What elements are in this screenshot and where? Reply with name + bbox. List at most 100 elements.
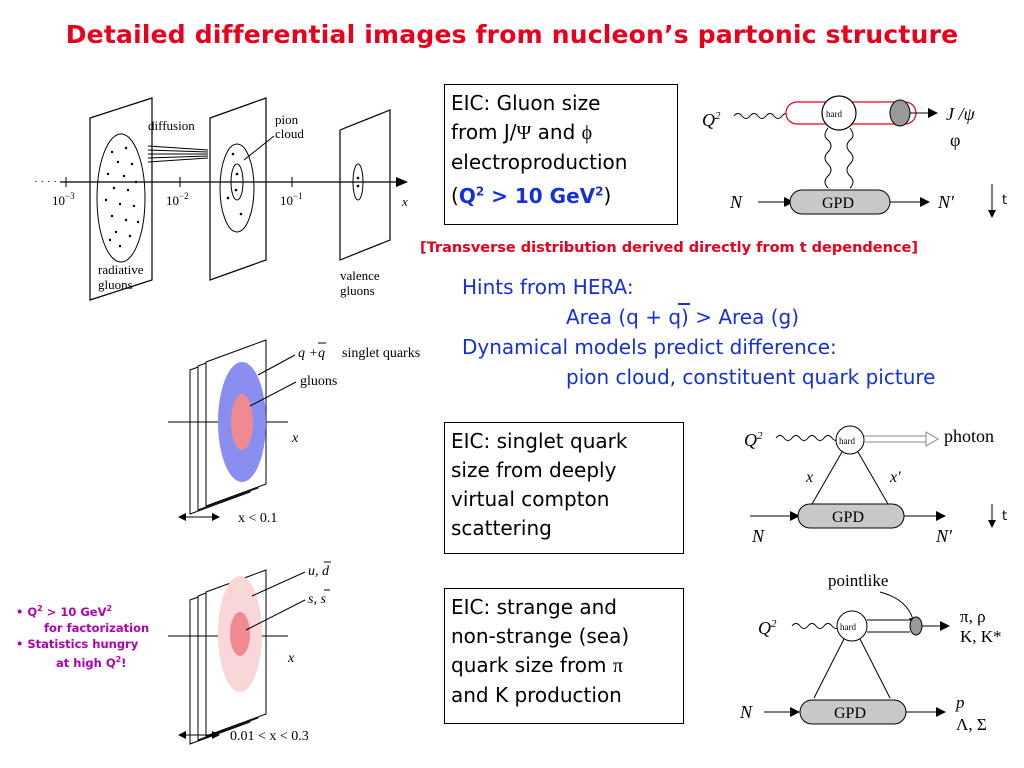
- gluons-label: gluons: [300, 374, 337, 389]
- d3-pointlike-arrow: [879, 591, 915, 625]
- d2-photon-in: [775, 435, 841, 441]
- page-title: Detailed differential images from nucleo…: [65, 20, 959, 49]
- box1-line1: EIC: Gluon size: [451, 91, 601, 115]
- hints-line3: Dynamical models predict difference:: [462, 335, 837, 359]
- d2-hard-blob: [835, 425, 865, 455]
- tick-1e-2: 10−2: [166, 191, 189, 208]
- diffusion-arrows: [147, 145, 209, 163]
- diffusion-label: diffusion: [148, 118, 195, 133]
- d3-quark-right: [859, 638, 891, 699]
- note-line4: at high Q2!: [56, 654, 127, 670]
- box3-line2: non-strange (sea): [451, 624, 630, 648]
- d1-q2: Q2: [702, 110, 721, 130]
- nonstrange-ellipse: [230, 612, 250, 656]
- d1-Nprime-label: N′: [937, 192, 955, 212]
- d2-quark-left: [811, 451, 843, 505]
- box1-line4: (Q2 > 10 GeV2): [451, 183, 612, 208]
- meson-production-diagram: pointlike Q2 hard π, ρ K, K* N GPD p Λ, …: [739, 571, 1002, 734]
- valence-gluons-label: gluons: [340, 283, 375, 298]
- box1-line3: electroproduction: [451, 150, 628, 174]
- hints-block: Hints from HERA: Area (q + q) > Area (g)…: [462, 272, 1022, 392]
- singlet-quark-box: EIC: singlet quark size from deeply virt…: [444, 422, 684, 554]
- plane-valence: [339, 109, 391, 261]
- gluons-pointer: [249, 381, 297, 407]
- d1-gpd-label: GPD: [822, 195, 854, 212]
- d1-hard-blob: [821, 95, 857, 131]
- d3-pointlike-label: pointlike: [828, 571, 888, 590]
- tick-1e-1: 10−1: [280, 191, 303, 208]
- d2-q2: Q2: [744, 430, 763, 450]
- d3-N-label: N: [739, 702, 753, 722]
- cloud-label: cloud: [275, 126, 304, 141]
- bot-x-label: x: [287, 651, 295, 666]
- d2-gpd-label: GPD: [832, 509, 864, 526]
- note-line1: • Q2 > 10 GeV2: [16, 604, 113, 619]
- d2-hard-label: hard: [839, 436, 855, 446]
- box3-line1: EIC: strange and: [451, 595, 617, 619]
- d3-p-label: p: [955, 693, 965, 712]
- d3-hard-blob: [836, 610, 868, 642]
- d2-photon-label: photon: [944, 426, 994, 446]
- ud-pointer: [251, 571, 306, 597]
- d1-N-label: N: [729, 192, 743, 212]
- box2-line4: scattering: [451, 516, 552, 540]
- singlet-figure: q +q singlet quarks gluons x x < 0.1: [168, 339, 420, 526]
- d1-phi-label: φ: [950, 130, 960, 150]
- d3-pirho-label: π, ρ: [960, 607, 986, 626]
- d2-photon-out: [925, 431, 939, 447]
- d1-t-label: t: [1002, 193, 1007, 208]
- bot-range-label: 0.01 < x < 0.3: [230, 729, 309, 744]
- ud-label: u, d: [308, 564, 330, 579]
- d2-xprime-label: x′: [889, 469, 901, 486]
- note-line2: for factorization: [44, 620, 150, 635]
- radiative-label: radiative: [98, 262, 144, 277]
- x-axis-arrow: [396, 177, 408, 187]
- d3-photon-line: [791, 623, 841, 629]
- ss-pointer: [245, 599, 306, 631]
- mid-range-label: x < 0.1: [238, 511, 277, 526]
- d3-lambda-sigma-label: Λ, Σ: [956, 715, 987, 734]
- hints-line2: Area (q + q) > Area (g): [566, 305, 800, 329]
- d2-x-label: x: [805, 469, 813, 486]
- pion-pointer: [243, 135, 275, 161]
- d3-hard-label: hard: [840, 622, 856, 632]
- box3-line3: quark size from π: [451, 653, 623, 677]
- d2-t-label: t: [1002, 509, 1007, 524]
- jpsi-diagram: Q2 hard J /ψ φ N GPD N′ t: [702, 95, 1007, 218]
- box3-line4: and K production: [451, 683, 622, 707]
- d1-hard-label: hard: [826, 109, 842, 119]
- valence-label: valence: [340, 268, 380, 283]
- d3-quark-left: [813, 638, 845, 699]
- d2-Nprime-label: N′: [935, 526, 953, 546]
- box2-line1: EIC: singlet quark: [451, 429, 628, 453]
- hints-line4: pion cloud, constituent quark picture: [566, 365, 936, 389]
- box2-line2: size from deeply: [451, 458, 617, 482]
- d1-gluon-left: [824, 127, 832, 189]
- mid-x-label: x: [291, 431, 299, 446]
- axis-dots: · · · ·: [34, 176, 57, 188]
- box1-line2: from J/Ψ and ϕ: [451, 120, 593, 144]
- singlet-pointer: [257, 354, 296, 376]
- d3-q2: Q2: [758, 618, 777, 638]
- gluon-dots: [104, 146, 140, 248]
- antiquark-bar: [678, 303, 690, 305]
- d1-meson-blob: [889, 99, 911, 127]
- axis-x-label: x: [401, 194, 408, 209]
- radiative-gluons-label: gluons: [98, 277, 133, 292]
- d1-jpsi-label: J /ψ: [946, 104, 975, 124]
- singlet-label: singlet quarks: [342, 346, 420, 361]
- hints-line1: Hints from HERA:: [462, 275, 634, 299]
- gluon-ellipse: [231, 394, 253, 450]
- dvcs-diagram: Q2 hard photon x x′ N GPD N′ t: [744, 425, 1007, 546]
- tick-1e-3: 10−3: [52, 191, 75, 208]
- pion-label: pion: [275, 112, 299, 127]
- box2-line3: virtual compton: [451, 487, 610, 511]
- qq-label: q +q: [298, 346, 325, 361]
- gluon-size-box: EIC: Gluon size from J/Ψ and ϕ electropr…: [444, 84, 678, 225]
- transverse-note: [Transverse distribution derived directl…: [420, 240, 919, 256]
- x-evolution-figure: · · · · 10−3 10−2 10−1 x diffusion pion …: [34, 97, 408, 301]
- d2-N-label: N: [751, 526, 765, 546]
- ss-label: s, s: [308, 592, 326, 607]
- d3-gpd-label: GPD: [834, 705, 866, 722]
- gluon-cloud-ellipse: [96, 133, 146, 263]
